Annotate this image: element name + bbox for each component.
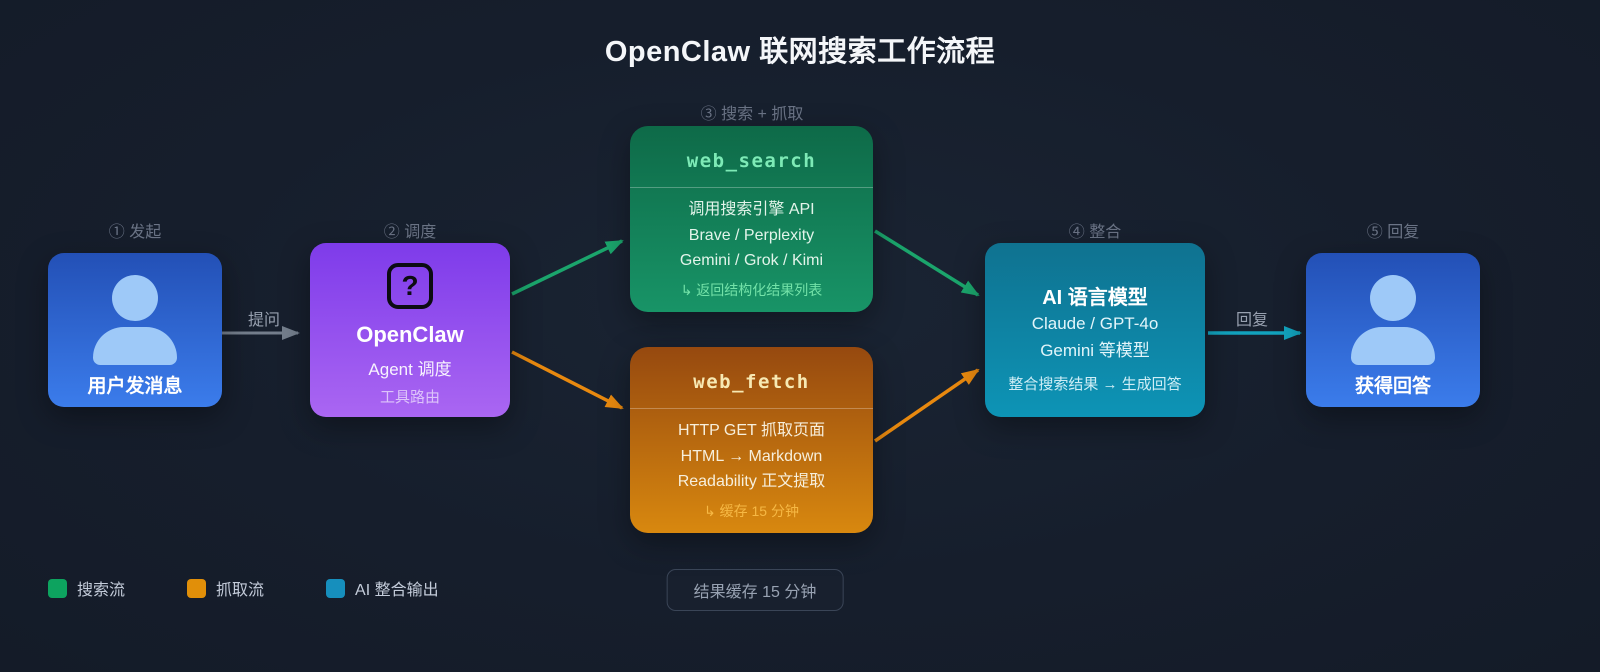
web-fetch-line: HTML → Markdown	[680, 447, 823, 465]
node-openclaw-subtitle2: 工具路由	[379, 389, 440, 406]
node-answer-title: 获得回答	[1354, 376, 1431, 397]
step-label-initiate: ① 发起	[108, 224, 162, 241]
legend-label-search: 搜索流	[77, 582, 126, 599]
web-search-note: ↳ 返回结构化结果列表	[680, 281, 823, 298]
cache-info-badge: 结果缓存 15 分钟	[666, 569, 844, 611]
node-web-search: web_search 调用搜索引擎 API Brave / Perplexity…	[630, 126, 873, 312]
node-ai-model: AI 语言模型 Claude / GPT-4o Gemini 等模型 整合搜索结…	[985, 243, 1205, 417]
step-label-integrate: ④ 整合	[1068, 224, 1122, 241]
web-search-line: Gemini / Grok / Kimi	[679, 252, 824, 269]
node-openclaw: ? OpenClaw Agent 调度 工具路由	[310, 243, 510, 417]
step-label-reply: ⑤ 回复	[1366, 224, 1420, 241]
web-search-line: 调用搜索引擎 API	[688, 201, 815, 218]
legend: 搜索流 抓取流 AI 整合输出	[48, 576, 501, 600]
divider	[630, 408, 873, 409]
ai-output-swatch-icon	[326, 578, 346, 598]
legend-label-ai: AI 整合输出	[355, 582, 439, 599]
web-fetch-note: ↳ 缓存 15 分钟	[704, 502, 799, 519]
legend-item-ai: AI 整合输出	[326, 576, 439, 600]
node-answer: 获得回答	[1306, 253, 1480, 407]
node-user-message: 用户发消息	[48, 253, 222, 407]
search-flow-swatch-icon	[48, 578, 67, 598]
fetch-flow-swatch-icon	[187, 578, 207, 598]
node-web-search-title: web_search	[686, 150, 817, 172]
user-icon	[91, 275, 179, 365]
page-title: OpenClaw 联网搜索工作流程	[604, 36, 996, 68]
legend-item-search: 搜索流	[48, 576, 125, 600]
node-openclaw-subtitle: Agent 调度	[368, 360, 452, 379]
web-search-line: Brave / Perplexity	[688, 226, 815, 244]
legend-item-fetch: 抓取流	[187, 576, 264, 600]
legend-label-fetch: 抓取流	[216, 582, 265, 599]
edge-to-webfetch-arrow	[511, 350, 624, 410]
ai-model-line: Gemini 等模型	[1040, 341, 1150, 360]
node-web-fetch-title: web_fetch	[693, 371, 810, 393]
ai-model-note: 整合搜索结果 → 生成回答	[1008, 376, 1182, 393]
node-user-message-title: 用户发消息	[87, 376, 183, 397]
edge-search-to-ai-arrow	[874, 229, 980, 297]
node-ai-model-title: AI 语言模型	[1042, 287, 1148, 309]
edge-to-websearch-arrow	[511, 239, 624, 296]
step-label-dispatch: ② 调度	[383, 224, 437, 241]
step-label-search-fetch: ③ 搜索 + 抓取	[700, 106, 804, 123]
edge-label-reply: 回复	[1235, 312, 1269, 329]
web-fetch-line: HTTP GET 抓取页面	[678, 422, 825, 439]
web-fetch-line: Readability 正文提取	[677, 473, 826, 490]
edge-fetch-to-ai-arrow	[874, 368, 980, 443]
divider	[630, 187, 873, 188]
edge-label-ask: 提问	[247, 312, 281, 329]
user-icon	[1349, 275, 1437, 365]
ai-model-line: Claude / GPT-4o	[1031, 314, 1159, 333]
node-openclaw-title: OpenClaw	[356, 322, 464, 347]
node-web-fetch: web_fetch HTTP GET 抓取页面 HTML → Markdown …	[630, 347, 873, 533]
question-mark-icon: ?	[387, 263, 433, 309]
